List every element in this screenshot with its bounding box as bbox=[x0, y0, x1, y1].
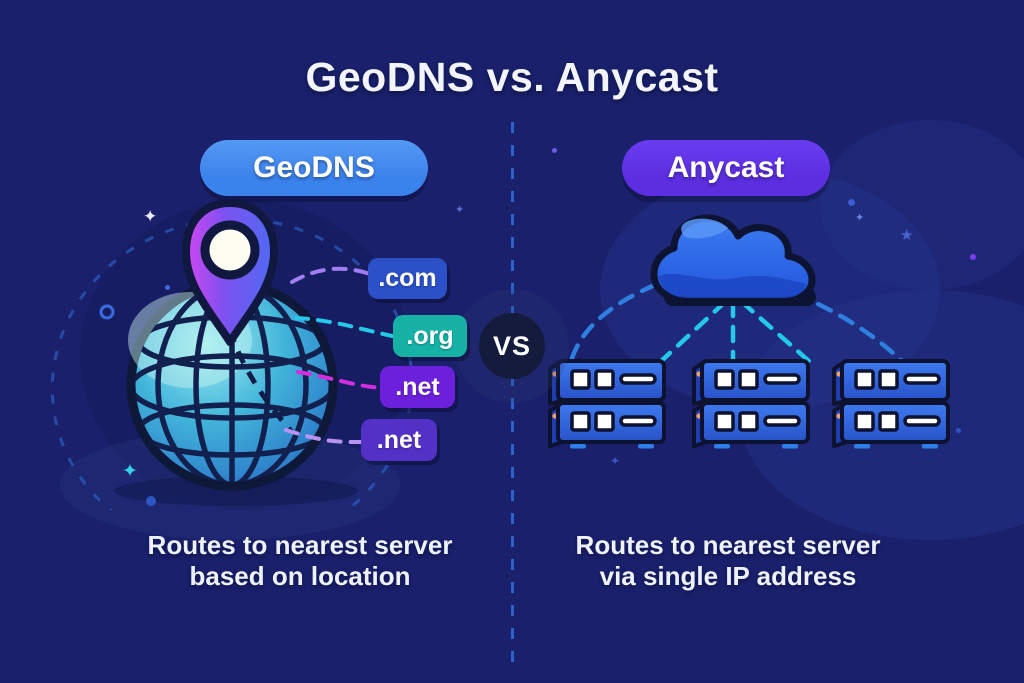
connector-net2 bbox=[284, 428, 364, 444]
server-rack-left bbox=[548, 359, 666, 451]
center-divider-dashed-line bbox=[511, 122, 514, 665]
globe-illustration bbox=[50, 199, 414, 510]
geodns-header-badge: GeoDNS bbox=[200, 140, 428, 196]
geodns-caption: Routes to nearest server based on locati… bbox=[40, 530, 560, 592]
server-rack-right bbox=[832, 359, 950, 451]
cloud-icon bbox=[650, 214, 816, 306]
domain-badge-net: .net bbox=[380, 366, 455, 408]
geodns-caption-line1: Routes to nearest server bbox=[147, 530, 453, 560]
geodns-caption-line2: based on location bbox=[189, 561, 411, 591]
domain-badge-net2: .net bbox=[361, 419, 437, 461]
page-title: GeoDNS vs. Anycast bbox=[305, 54, 719, 100]
decor-dot bbox=[552, 148, 557, 153]
anycast-caption-line2: via single IP address bbox=[599, 561, 857, 591]
server-rack-center bbox=[692, 359, 810, 451]
decor-ring bbox=[99, 304, 115, 320]
domain-badge-com: .com bbox=[368, 258, 447, 299]
globe-shadow bbox=[114, 476, 358, 506]
domain-badge-org: .org bbox=[393, 315, 467, 357]
cloud-to-server-connectors bbox=[567, 282, 906, 371]
anycast-caption-line1: Routes to nearest server bbox=[575, 530, 881, 560]
connector-net bbox=[296, 370, 384, 390]
connector-com bbox=[290, 266, 372, 284]
connector-org bbox=[294, 316, 394, 338]
location-pin-icon bbox=[182, 199, 278, 346]
anycast-header-badge: Anycast bbox=[622, 140, 830, 196]
vs-badge: VS bbox=[479, 313, 545, 379]
anycast-caption: Routes to nearest server via single IP a… bbox=[518, 530, 938, 592]
anycast-illustration bbox=[548, 214, 950, 451]
